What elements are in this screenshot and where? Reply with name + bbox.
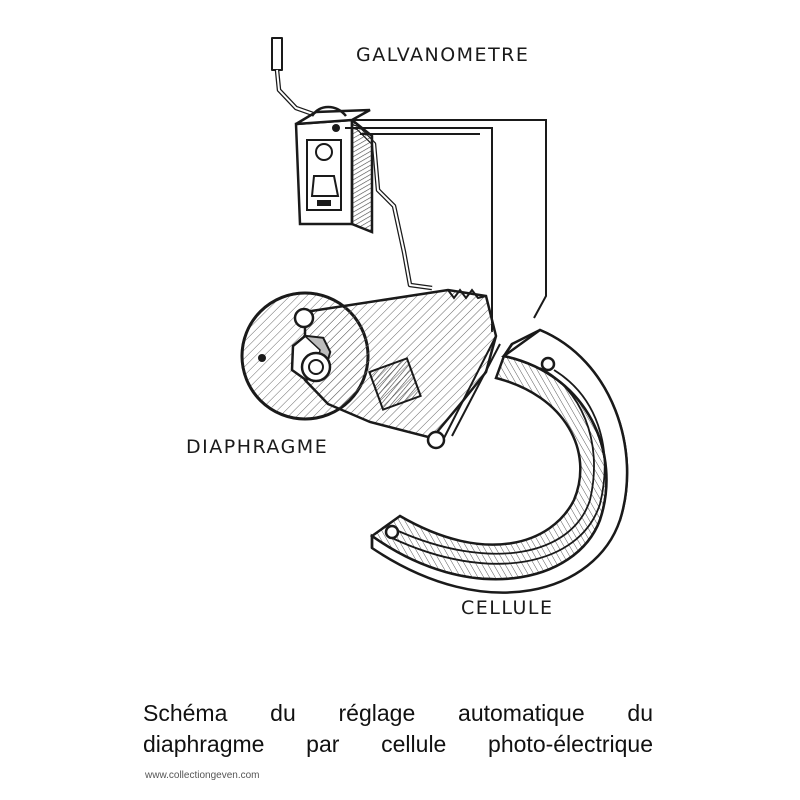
galvanometer-label: GALVANOMETRE: [356, 44, 530, 66]
watermark: www.collectiongeven.com: [145, 770, 260, 781]
diaphragm-sector: [293, 288, 501, 450]
galvanometer-needle: [271, 37, 433, 291]
photoelectric-cell: [369, 328, 629, 594]
connection-wires: [345, 119, 547, 332]
diaphragm-label: DIAPHRAGME: [186, 436, 329, 458]
cell-label: CELLULE: [461, 597, 554, 619]
galvanometer-body: [294, 105, 374, 234]
mechanism-diagram: [240, 37, 629, 594]
figure-caption: Schéma du réglage automatique du diaphra…: [143, 698, 653, 760]
caption-line-2: diaphragme par cellule photo-électrique: [143, 731, 653, 757]
hex-nut: [290, 334, 332, 383]
caption-line-1: Schéma du réglage automatique du: [143, 700, 653, 726]
